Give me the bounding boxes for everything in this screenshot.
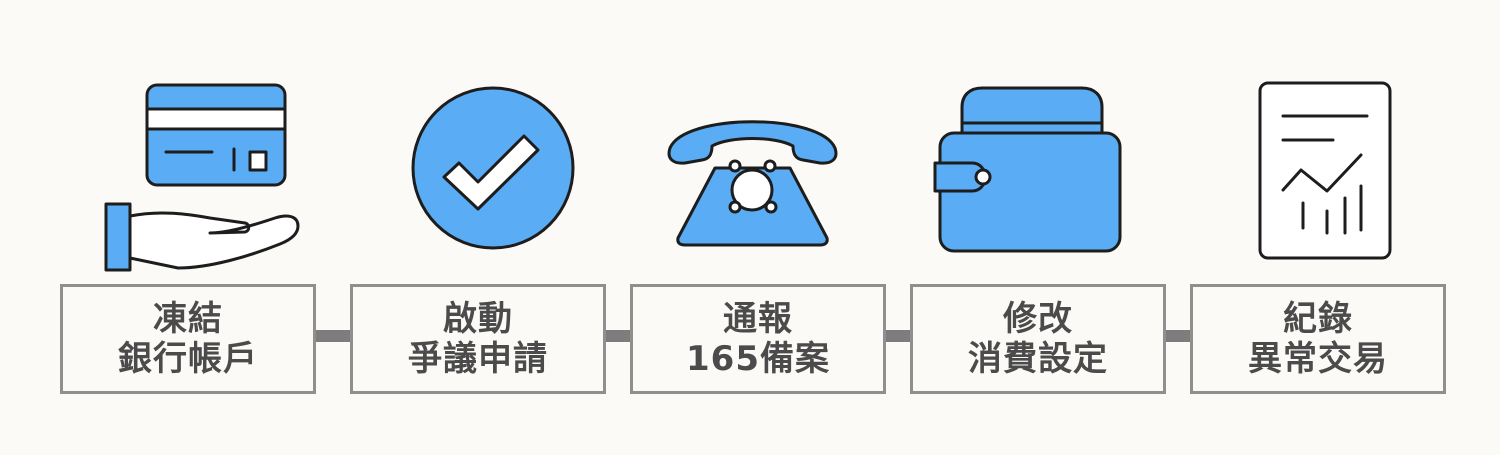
step-label-line-2: 消費設定	[968, 339, 1108, 379]
step-report-165: 通報 165備案	[630, 284, 886, 394]
step-label-line-2: 銀行帳戶	[118, 339, 258, 379]
step-label-line-2: 爭議申請	[408, 339, 548, 379]
step-change-spending-settings: 修改 消費設定	[910, 284, 1166, 394]
step-label-line-1: 紀錄	[1283, 299, 1353, 339]
checkmark-icon	[411, 86, 575, 250]
step-label-line-1: 凍結	[153, 299, 223, 339]
hand-card-icon	[104, 83, 300, 272]
telephone-icon	[667, 120, 838, 247]
step-label-line-1: 啟動	[443, 299, 513, 339]
connector-4-5	[1166, 330, 1190, 342]
report-chart-icon	[1258, 81, 1392, 260]
step-label-line-1: 通報	[723, 299, 793, 339]
step-label-line-1: 修改	[1003, 299, 1073, 339]
step-freeze-account: 凍結 銀行帳戶	[60, 284, 316, 394]
step-label-line-2: 異常交易	[1248, 339, 1388, 379]
step-start-dispute: 啟動 爭議申請	[350, 284, 606, 394]
connector-1-2	[316, 330, 350, 342]
step-label-line-2: 165備案	[686, 339, 830, 379]
step-record-abnormal-transactions: 紀錄 異常交易	[1190, 284, 1446, 394]
connector-2-3	[606, 330, 630, 342]
connector-3-4	[886, 330, 910, 342]
wallet-icon	[933, 86, 1122, 253]
